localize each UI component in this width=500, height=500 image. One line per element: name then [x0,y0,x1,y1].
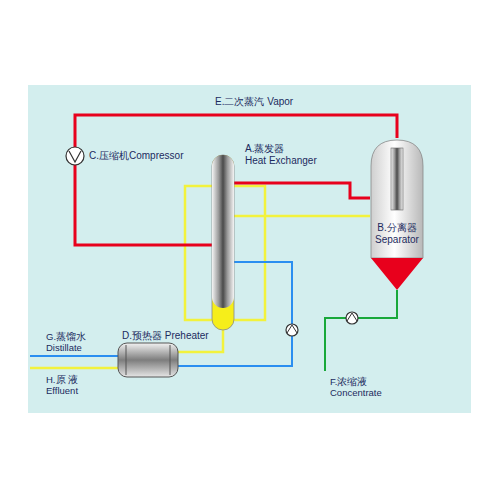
pipe-connector [234,183,370,198]
sep-outline [370,138,424,290]
compressor-symbol [69,151,81,162]
stream-label: Concentrate [330,387,382,398]
text-holder: C.压缩机Compressor [89,150,183,162]
end-cap [126,345,127,375]
pump-symbol [346,312,358,324]
evaporator-tube [212,155,234,308]
pump-symbol [347,313,357,321]
separator-label: Separator [370,234,424,246]
effluent-pipe [30,367,118,370]
pump-symbol [287,325,297,333]
text-holder: D.预热器 Preheater [122,330,209,342]
evap-outline [212,155,234,330]
separator-vessel [371,140,423,258]
pipe-connector [234,215,370,218]
pipe-connector [75,115,397,146]
stream-label: Distillate [46,342,82,353]
stream-label: Effluent [46,385,78,396]
stream-label: F.浓缩液 [330,376,367,387]
background-panel [28,85,471,413]
preheater-shell [118,343,178,377]
compressor: C.压缩机Compressor [65,146,187,166]
compressor-label: C.压缩机Compressor [89,150,183,162]
evaporator-label: A.蒸发器 [245,143,317,155]
evaporator-label: Heat Exchanger [245,155,317,167]
concentrate-pump [346,312,358,324]
inner-pipe [391,148,403,210]
evaporator: A.蒸发器Heat Exchanger [212,155,234,330]
separator: B.分离器Separator [370,138,424,290]
stream-label: H.原 液 [46,374,78,385]
end-cap [170,345,171,375]
separator-label: B.分离器 [370,222,424,234]
compressor-symbol [66,147,84,165]
liquid-level [212,155,234,330]
stream-label: E.二次蒸汽 Vapor [215,96,293,108]
pipe-connector [178,262,292,366]
distillate-pump [286,324,298,336]
preheater: D.预热器 Preheater [118,343,178,377]
separator-cone [371,258,423,290]
stream-label: G.蒸馏水 [46,331,86,342]
preheater-label: D.预热器 Preheater [122,330,209,342]
text-holder: B.分离器Separator [370,222,424,246]
pump-symbol [286,324,298,336]
concentrate-pipe [325,290,397,371]
text-holder: A.蒸发器Heat Exchanger [245,143,317,167]
distillate-pipe [30,355,118,357]
pipe-connector [75,166,212,245]
pre-outline [118,343,178,377]
